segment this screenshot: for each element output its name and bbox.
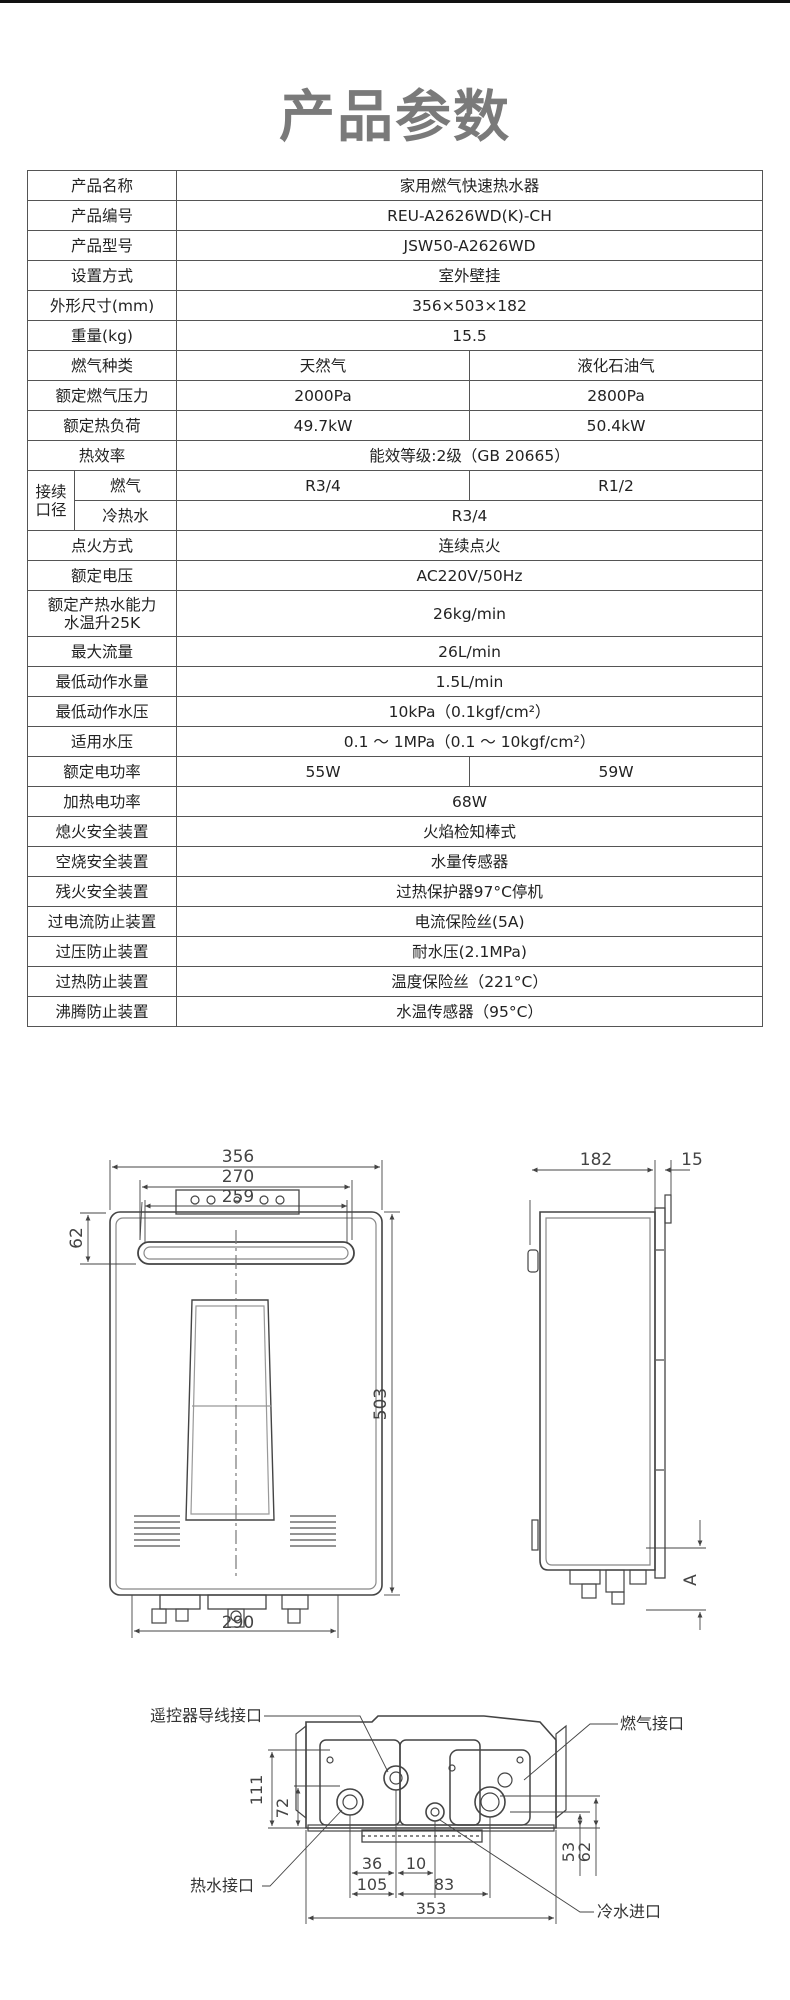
side-view bbox=[527, 1194, 672, 1605]
table-row: 外形尺寸(mm)356×503×182 bbox=[26, 290, 764, 321]
table-row: 热效率能效等级:2级（GB 20665） bbox=[26, 440, 764, 471]
dim-182-label: 182 bbox=[580, 1150, 612, 1170]
table-row: 产品名称家用燃气快速热水器 bbox=[26, 170, 764, 201]
front-view bbox=[109, 1189, 383, 1628]
table-row: 设置方式室外壁挂 bbox=[26, 260, 764, 291]
table-row: 过压防止装置耐水压(2.1MPa) bbox=[26, 936, 764, 967]
dim-62-bottom-label: 62 bbox=[575, 1842, 594, 1862]
table-row: 额定产热水能力水温升25K 26kg/min bbox=[26, 590, 764, 637]
table-row: 接续口径 燃气 R3/4 R1/2 bbox=[27, 470, 764, 531]
front-dimension-labels: 356 270 259 62 503 290 bbox=[67, 1147, 391, 1633]
bottom-view-diagram: 遥控器导线接口 燃气接口 热水接口 冷水进口 111 72 53 62 36 1… bbox=[150, 1706, 684, 1924]
dim-503-label: 503 bbox=[371, 1388, 391, 1420]
dim-15-label: 15 bbox=[681, 1150, 703, 1170]
page-title: 产品参数 bbox=[279, 85, 511, 150]
side-dimensions bbox=[529, 1160, 706, 1630]
table-row: 过热防止装置温度保险丝（221°C） bbox=[26, 966, 764, 997]
dim-356-label: 356 bbox=[222, 1147, 254, 1167]
table-row: 过电流防止装置电流保险丝(5A) bbox=[26, 906, 764, 937]
table-row: 点火方式连续点火 bbox=[26, 530, 764, 561]
dim-62-label: 62 bbox=[67, 1227, 87, 1249]
table-row: 沸腾防止装置水温传感器（95°C） bbox=[26, 996, 764, 1027]
dim-353-label: 353 bbox=[416, 1899, 447, 1918]
side-dimension-labels: 182 15 A bbox=[580, 1150, 703, 1586]
dim-10-label: 10 bbox=[406, 1854, 426, 1873]
dim-a-label: A bbox=[681, 1574, 701, 1586]
dim-259-label: 259 bbox=[222, 1187, 254, 1207]
bottom-labels: 遥控器导线接口 燃气接口 热水接口 冷水进口 111 72 53 62 36 1… bbox=[150, 1706, 684, 1921]
dim-36-label: 36 bbox=[362, 1854, 382, 1873]
dim-72-label: 72 bbox=[273, 1798, 292, 1818]
cold-water-inlet-label: 冷水进口 bbox=[597, 1902, 661, 1921]
front-dimensions bbox=[80, 1160, 400, 1638]
table-row: 重量(kg)15.5 bbox=[26, 320, 764, 351]
dim-270-label: 270 bbox=[222, 1167, 254, 1187]
bottom-view-body bbox=[295, 1715, 567, 1843]
top-rule bbox=[0, 0, 790, 3]
dim-53-label: 53 bbox=[559, 1842, 578, 1862]
dim-83-label: 83 bbox=[434, 1875, 454, 1894]
gas-port-label: 燃气接口 bbox=[620, 1714, 684, 1733]
table-row: 燃气种类天然气液化石油气 bbox=[26, 350, 764, 381]
table-row: 残火安全装置过热保护器97°C停机 bbox=[26, 876, 764, 907]
dim-111-label: 111 bbox=[247, 1775, 266, 1806]
table-row: 熄火安全装置火焰检知棒式 bbox=[26, 816, 764, 847]
dim-290-label: 290 bbox=[222, 1613, 254, 1633]
front-side-view-diagram: 356 270 259 62 503 290 182 15 A bbox=[67, 1147, 706, 1638]
dim-105-label: 105 bbox=[357, 1875, 388, 1894]
table-row: 冷热水 R3/4 bbox=[28, 500, 764, 531]
remote-port-label: 遥控器导线接口 bbox=[150, 1706, 262, 1725]
table-row: 空烧安全装置水量传感器 bbox=[26, 846, 764, 877]
bottom-dimensions bbox=[262, 1715, 618, 1924]
hot-water-port-label: 热水接口 bbox=[190, 1876, 254, 1895]
